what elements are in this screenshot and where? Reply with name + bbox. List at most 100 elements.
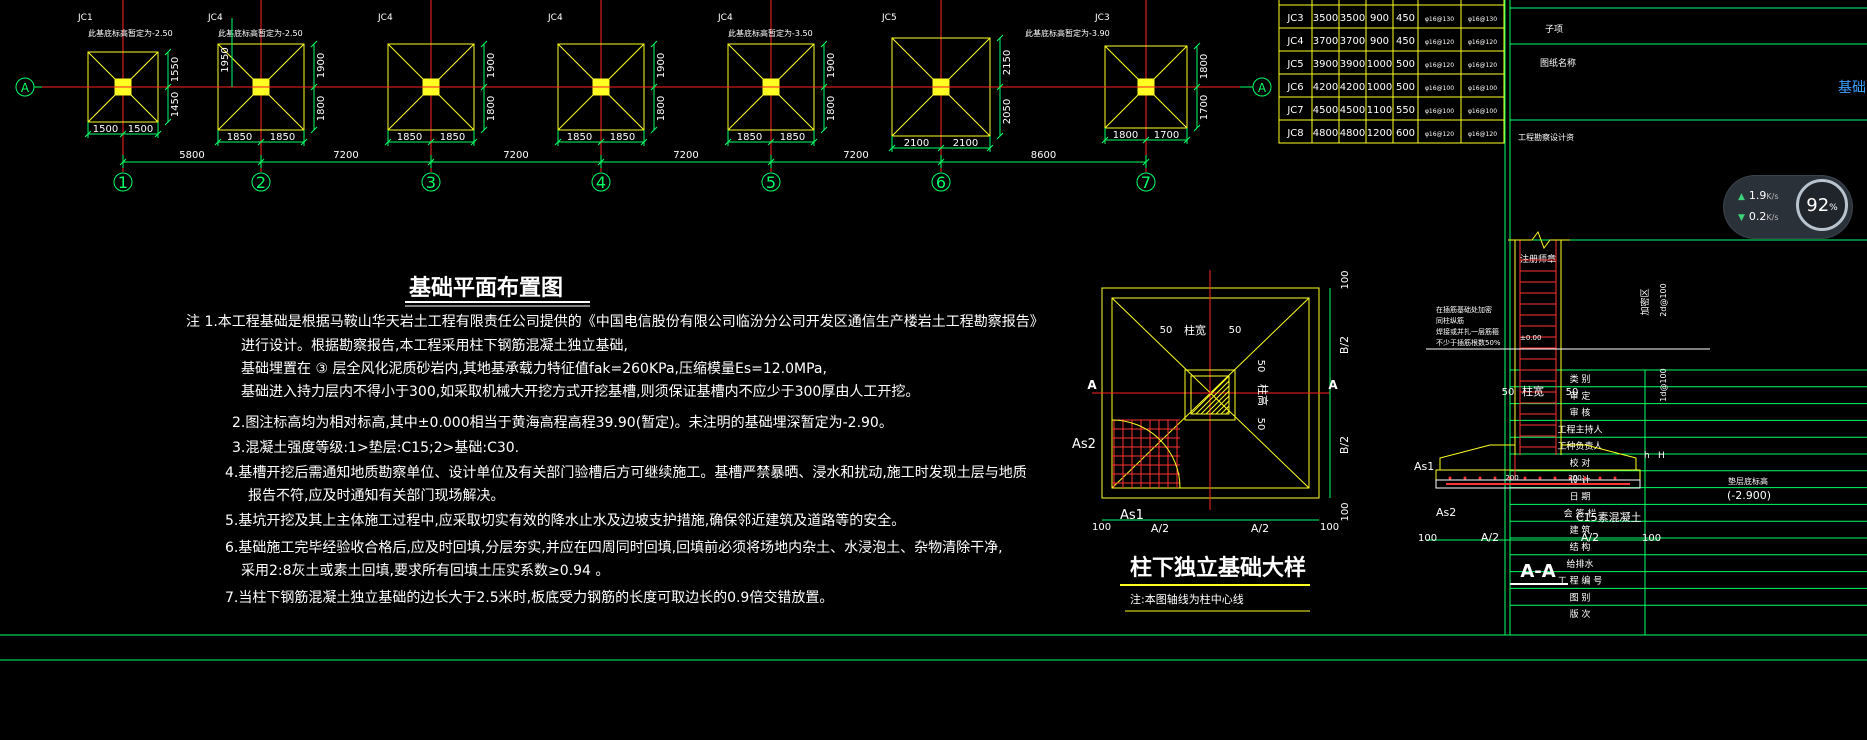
schedule-cell: JC5 xyxy=(1286,59,1303,70)
schedule-cell: 1000 xyxy=(1367,82,1392,93)
dim-100: 100 xyxy=(1642,533,1661,544)
height-dim: 1700 xyxy=(1199,95,1210,120)
width-dim: 2100 xyxy=(953,138,978,149)
schedule-cell: φ16@120 xyxy=(1425,62,1454,69)
column-width-label: 柱宽 xyxy=(1184,323,1206,337)
dimension-tick xyxy=(820,126,828,134)
schedule-cell: 900 xyxy=(1370,13,1389,24)
dimension-tick xyxy=(310,83,318,91)
schedule-cell: JC4 xyxy=(1286,36,1303,47)
spacing-label: 2d@100 xyxy=(1659,283,1668,316)
zone-label: 加密区 xyxy=(1639,288,1651,315)
role-label: 审 定 xyxy=(1570,390,1591,402)
dim-100: 100 xyxy=(1418,533,1437,544)
spacing-label: 1d@100 xyxy=(1659,368,1668,401)
schedule-cell: φ16@100 xyxy=(1425,108,1454,115)
rebar-dot xyxy=(1463,476,1467,480)
width-dim: 1850 xyxy=(780,132,805,143)
axis-bubble-1 xyxy=(113,172,133,192)
as2-label: As2 xyxy=(1072,437,1096,452)
schedule-cell: 3500 xyxy=(1313,13,1338,24)
dimension-tick xyxy=(767,138,775,146)
footing-tag: JC4 xyxy=(547,13,563,23)
schedule-cell: 4800 xyxy=(1340,128,1365,139)
axis-number: 4 xyxy=(596,173,606,192)
dimension-tick xyxy=(1142,136,1150,144)
width-dim: 1850 xyxy=(440,132,465,143)
section-note: 焊接或并扎一层筋箍 xyxy=(1436,327,1499,336)
height-dim: 1800 xyxy=(826,96,837,121)
role-label: 会 签 栏 xyxy=(1564,507,1597,519)
schedule-cell: 900 xyxy=(1370,36,1389,47)
spacing-dim: 7200 xyxy=(503,150,528,161)
spacing-dim: 5800 xyxy=(179,150,204,161)
rebar-dot xyxy=(1493,476,1497,480)
dimension-tick xyxy=(996,83,1004,91)
note-line-2: 进行设计。根据勘察报告,本工程采用柱下钢筋混凝土独立基础, xyxy=(241,337,628,354)
hatch xyxy=(1195,380,1230,415)
footing-elevation-note: 此基底标高暂定为-3.90 xyxy=(1025,28,1110,38)
rebar-dot xyxy=(1583,476,1587,480)
H-label: H xyxy=(1658,451,1665,461)
height-dim: 1900 xyxy=(656,53,667,78)
hatch xyxy=(1210,395,1230,415)
dimension-tick xyxy=(310,126,318,134)
b2-label: B/2 xyxy=(1338,336,1351,354)
a2-label: A/2 xyxy=(1251,522,1269,535)
dim-200: 200 xyxy=(1505,474,1518,482)
role-label: 结 构 xyxy=(1570,541,1591,553)
dim-50: 50 xyxy=(1255,418,1266,431)
schedule-cell: φ16@120 xyxy=(1425,131,1454,138)
footing-elevation-note: 此基底标高暂定为-2.50 xyxy=(88,28,173,38)
dimension-tick xyxy=(164,118,172,126)
note-line-1: 注 1.本工程基础是根据马鞍山华天岩土工程有限责任公司提供的《中国电信股份有限公… xyxy=(186,313,1044,330)
axis-bubble-7 xyxy=(1136,172,1156,192)
dim-50: 50 xyxy=(1255,360,1266,373)
rebar-dot xyxy=(1448,476,1452,480)
spacing-dim: 8600 xyxy=(1031,150,1056,161)
spacing-dim: 7200 xyxy=(673,150,698,161)
axis-number: 7 xyxy=(1141,173,1151,192)
project-label: 工程勘察设计资 xyxy=(1518,132,1574,142)
section-note: 不少于插筋根数50% xyxy=(1436,338,1501,347)
registered-engineer-label: 注册师章 xyxy=(1520,253,1556,265)
section-mark-right: A xyxy=(1328,378,1338,392)
schedule-cell: 4200 xyxy=(1340,82,1365,93)
network-speed-widget[interactable]: ▲1.9K/s ▼0.2K/s 92% xyxy=(1724,176,1852,238)
detail-column xyxy=(1190,375,1230,415)
axis-number: 3 xyxy=(426,173,436,192)
b2-label: B/2 xyxy=(1338,436,1351,454)
schedule-cell: JC3 xyxy=(1286,13,1303,24)
width-dim: 1850 xyxy=(227,132,252,143)
memory-usage-gauge[interactable]: 92% xyxy=(1796,179,1848,231)
schedule-cell: φ16@120 xyxy=(1468,131,1497,138)
hatch xyxy=(1190,375,1230,415)
down-arrow-icon: ▼ xyxy=(1738,213,1745,223)
footing-tag: JC4 xyxy=(377,13,393,23)
dimension-tick xyxy=(820,83,828,91)
height-dim: 2050 xyxy=(1002,99,1013,124)
axis-number: 1 xyxy=(118,173,128,192)
note-line-4: 基础进入持力层内不得小于300,如采取机械大开挖方式开挖基槽,则须保证基槽内不应… xyxy=(241,383,919,400)
rebar-dot xyxy=(1523,476,1527,480)
width-dim: 1800 xyxy=(1113,130,1138,141)
schedule-cell: JC7 xyxy=(1286,105,1303,116)
footing-tag: JC3 xyxy=(1094,13,1110,23)
note-line-7: 4.基槽开挖后需通知地质勘察单位、设计单位及有关部门验槽后方可继续施工。基槽严禁… xyxy=(225,464,1027,481)
height-dim: 1450 xyxy=(170,92,181,117)
dimension-tick xyxy=(650,83,658,91)
axis-number: 5 xyxy=(766,173,776,192)
height-dim: 1900 xyxy=(316,53,327,78)
height-dim: 2150 xyxy=(1002,50,1013,75)
section-note: 在插筋基础处加密 xyxy=(1436,305,1492,314)
dimension-tick xyxy=(996,34,1004,42)
axis-bubble-5 xyxy=(761,172,781,192)
